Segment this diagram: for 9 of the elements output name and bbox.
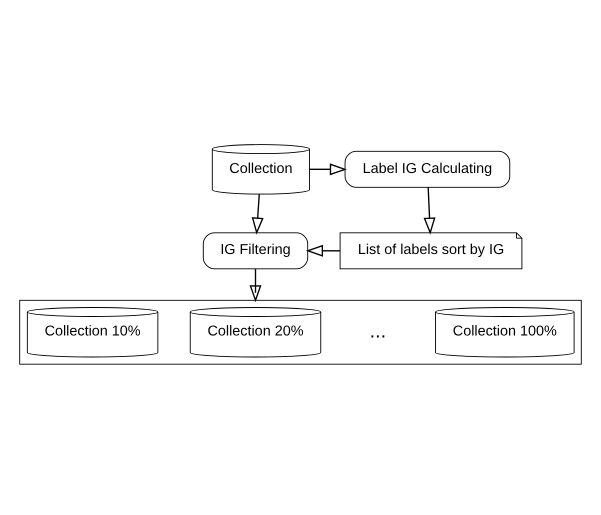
node-box: Label IG Calculating xyxy=(344,150,510,188)
arrow xyxy=(310,162,347,175)
cluster xyxy=(19,299,582,364)
arrow xyxy=(250,268,262,302)
node-box: IG Filtering xyxy=(202,232,308,269)
label: ... xyxy=(370,320,386,342)
arrow xyxy=(252,194,264,234)
arrow xyxy=(306,244,340,256)
arrow xyxy=(424,187,436,234)
